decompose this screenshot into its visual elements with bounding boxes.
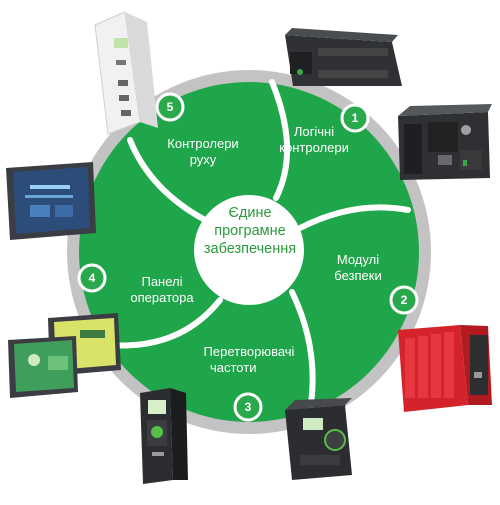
- compact-drive-device: [285, 398, 352, 480]
- segment-5-line2: руху: [189, 152, 217, 167]
- badge-3-number: 3: [245, 400, 252, 414]
- center-line3: забезпечення: [203, 241, 297, 257]
- center-circle: [194, 195, 304, 305]
- separator-4: [107, 297, 223, 349]
- variable-speed-drive-device: [140, 388, 188, 484]
- segment-3-line1: Перетворювачі: [203, 344, 295, 359]
- badge-2-number: 2: [401, 293, 408, 307]
- segment-5-label: Контролери руху: [158, 136, 248, 168]
- separator-2: [297, 204, 411, 231]
- segment-2-label: Модулі безпеки: [322, 252, 394, 284]
- segment-separators: [107, 79, 411, 413]
- segment-1-line1: Логічні: [293, 124, 335, 139]
- segment-4-line1: Панелі: [141, 274, 183, 289]
- badge-3: 3: [233, 392, 263, 422]
- segment-1-line2: контролери: [279, 140, 349, 155]
- separator-1: [269, 79, 290, 201]
- logic-controller-device: [285, 28, 402, 86]
- modicon-controller-device: [398, 104, 492, 180]
- center-label: Єдине програмне забезпечення: [190, 204, 310, 258]
- badge-5-number: 5: [167, 100, 174, 114]
- segment-2-line1: Модулі: [336, 252, 380, 267]
- center-line1: Єдине: [228, 205, 272, 221]
- segment-4-line2: оператора: [130, 290, 194, 305]
- segment-2-line2: безпеки: [334, 268, 382, 283]
- motion-controller-device: [94, 11, 158, 135]
- center-line2: програмне: [214, 223, 286, 239]
- hmi-panel-device: [6, 162, 96, 240]
- badge-1: 1: [340, 103, 370, 133]
- safety-module-device: [398, 325, 492, 412]
- badge-4: 4: [77, 263, 107, 293]
- badge-5: 5: [155, 92, 185, 122]
- segment-3-line2: частоти: [210, 360, 257, 375]
- separator-5: [127, 137, 208, 223]
- badge-4-number: 4: [89, 271, 96, 285]
- segment-1-label: Логічні контролери: [273, 124, 355, 156]
- hmi-panels-pair-device: [8, 313, 121, 398]
- segment-4-label: Панелі оператора: [118, 274, 206, 306]
- badge-2: 2: [389, 285, 419, 315]
- separator-3: [289, 289, 316, 413]
- badge-1-number: 1: [352, 111, 359, 125]
- segment-3-label: Перетворювачі частоти: [196, 344, 302, 376]
- segment-5-line1: Контролери: [167, 136, 239, 151]
